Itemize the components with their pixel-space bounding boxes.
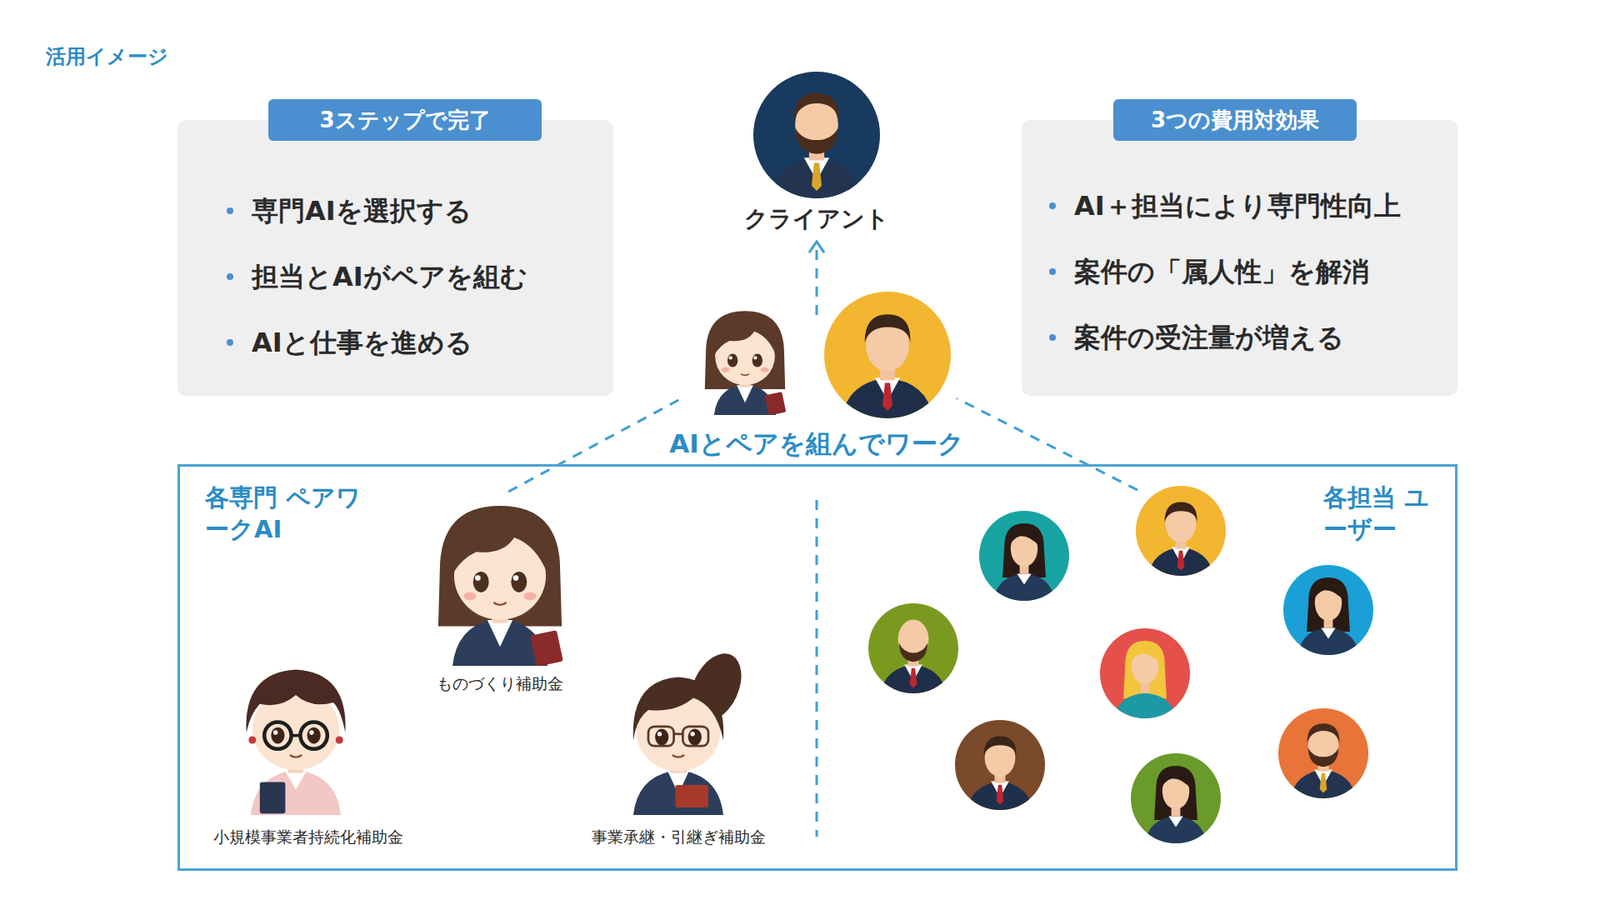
panel-tab: 3ステップで完了 bbox=[268, 99, 542, 141]
pair-label: AIとペアを組んでワーク bbox=[658, 426, 975, 462]
bullet-dot bbox=[1049, 334, 1056, 341]
bullet-text: AI＋担当により専門性向上 bbox=[1074, 189, 1401, 223]
steps-panel: 3ステップで完了専門AIを選択する担当とAIがペアを組むAIと仕事を進める bbox=[177, 120, 614, 396]
ai-avatar bbox=[438, 505, 564, 667]
effects-panel: 3つの費用対効果AI＋担当により専門性向上案件の「属人性」を解消案件の受注量が増… bbox=[1021, 120, 1458, 396]
user-avatars bbox=[868, 485, 1374, 844]
bullet-text: 担当とAIがペアを組む bbox=[251, 260, 528, 294]
bullet-dot bbox=[226, 207, 234, 215]
bullet-text: 案件の「属人性」を解消 bbox=[1074, 255, 1370, 289]
pair-user-figure bbox=[841, 314, 933, 419]
bullet-dot bbox=[1049, 202, 1056, 210]
ai-node: ものづくり補助金 bbox=[416, 491, 584, 696]
client-node: クライアント bbox=[733, 71, 900, 235]
page-title: 活用イメージ bbox=[45, 43, 169, 70]
ai-avatar bbox=[633, 645, 752, 815]
ai-label: ものづくり補助金 bbox=[416, 673, 584, 695]
ai-label: 事業承継・引継ぎ補助金 bbox=[574, 826, 783, 849]
ai-avatar bbox=[245, 669, 345, 815]
pair-node: AIとペアを組んでワーク bbox=[658, 315, 975, 459]
bullet-dot bbox=[1049, 268, 1056, 275]
divider-line bbox=[815, 500, 819, 837]
ai-label: 小規模事業者持続化補助金 bbox=[191, 826, 425, 849]
bullet-text: 専門AIを選択する bbox=[251, 194, 472, 228]
dashed-connector bbox=[508, 398, 682, 492]
bullet-text: AIと仕事を進める bbox=[251, 325, 473, 360]
client-label: クライアント bbox=[733, 203, 900, 235]
group-label: 各担当 ユーザー bbox=[1323, 481, 1440, 545]
client-figure bbox=[770, 93, 862, 199]
panel-tab: 3つの費用対効果 bbox=[1113, 99, 1357, 141]
bullet-dot bbox=[226, 339, 234, 346]
ai-node: 事業承継・引継ぎ補助金 bbox=[574, 650, 783, 849]
ai-node: 小規模事業者持続化補助金 bbox=[191, 650, 425, 849]
group-label: 各専門 ペアワークAI bbox=[205, 481, 385, 545]
pair-ai-avatar bbox=[705, 310, 787, 416]
bullet-dot bbox=[226, 273, 234, 280]
client-circle bbox=[753, 71, 880, 199]
user-link-line bbox=[956, 398, 1138, 490]
workspace-frame: 各専門 ペアワークAI 各担当 ユーザーものづくり補助金小規模事業者持続化補助金 事… bbox=[177, 464, 1458, 871]
bullet-text: 案件の受注量が増える bbox=[1074, 320, 1345, 355]
dashed-connector bbox=[809, 241, 825, 315]
pair-user-circle bbox=[824, 291, 951, 419]
